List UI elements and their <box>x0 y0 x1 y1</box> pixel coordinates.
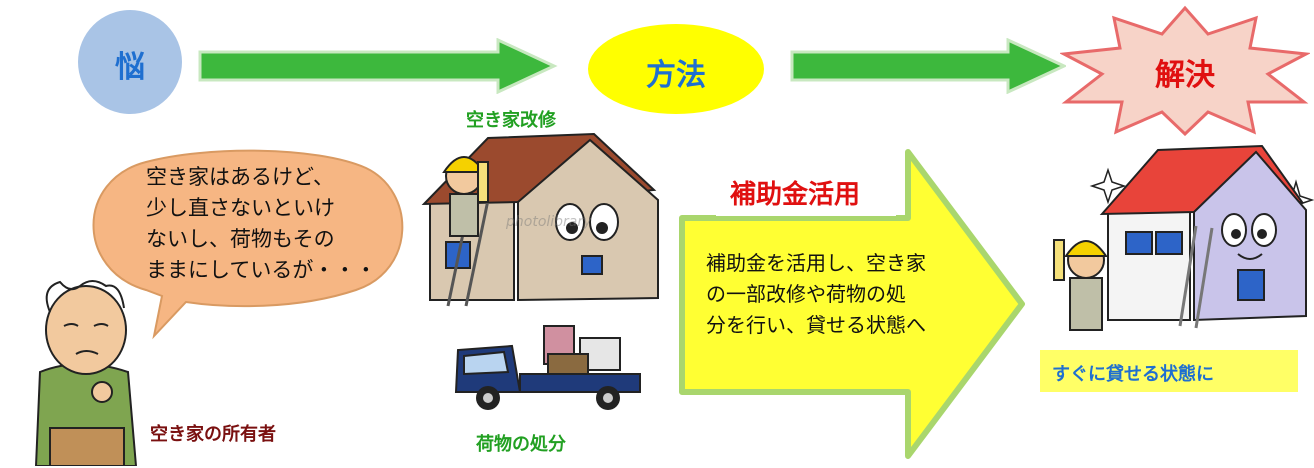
subsidy-description: 補助金を活用し、空き家 の一部改修や荷物の処 分を行い、貸せる状態へ <box>706 248 946 341</box>
speech-line: ないし、荷物もその <box>146 227 335 251</box>
problem-label: 悩 <box>115 50 145 85</box>
speech-text: 空き家はあるけど、 少し直さないといけ ないし、荷物もその ままにしているが・・… <box>146 162 386 286</box>
solution-star <box>1060 5 1310 136</box>
speech-line: 少し直さないといけ <box>146 196 335 220</box>
problem-circle <box>78 10 182 114</box>
result-caption: すぐに貸せる状態に <box>1052 364 1214 385</box>
subsidy-title-bg <box>716 168 896 216</box>
solution-label: 解決 <box>1155 58 1215 93</box>
renovation-caption: 空き家改修 <box>466 110 556 131</box>
result-caption-bg <box>1040 350 1298 392</box>
truck-illustration <box>454 325 641 410</box>
subsidy-line: 補助金を活用し、空き家 <box>706 251 926 275</box>
renovated-house-illustration <box>1053 144 1314 331</box>
owner-caption: 空き家の所有者 <box>150 424 276 445</box>
subsidy-line: の一部改修や荷物の処 <box>706 282 906 306</box>
flow-arrow-1 <box>198 38 558 94</box>
elderly-owner-illustration <box>34 280 138 466</box>
old-house-illustration <box>421 132 659 307</box>
flow-arrow-2 <box>790 38 1066 94</box>
method-label: 方法 <box>646 58 706 93</box>
speech-line: ままにしているが・・・ <box>146 258 377 282</box>
subsidy-line: 分を行い、貸せる状態へ <box>706 313 926 337</box>
subsidy-title: 補助金活用 <box>730 180 861 210</box>
watermark: photolibrary <box>506 214 592 230</box>
subsidy-big-arrow <box>679 149 1025 459</box>
speech-line: 空き家はあるけど、 <box>146 165 334 189</box>
method-ellipse <box>588 24 764 114</box>
speech-bubble <box>92 149 404 340</box>
disposal-caption: 荷物の処分 <box>476 434 566 455</box>
